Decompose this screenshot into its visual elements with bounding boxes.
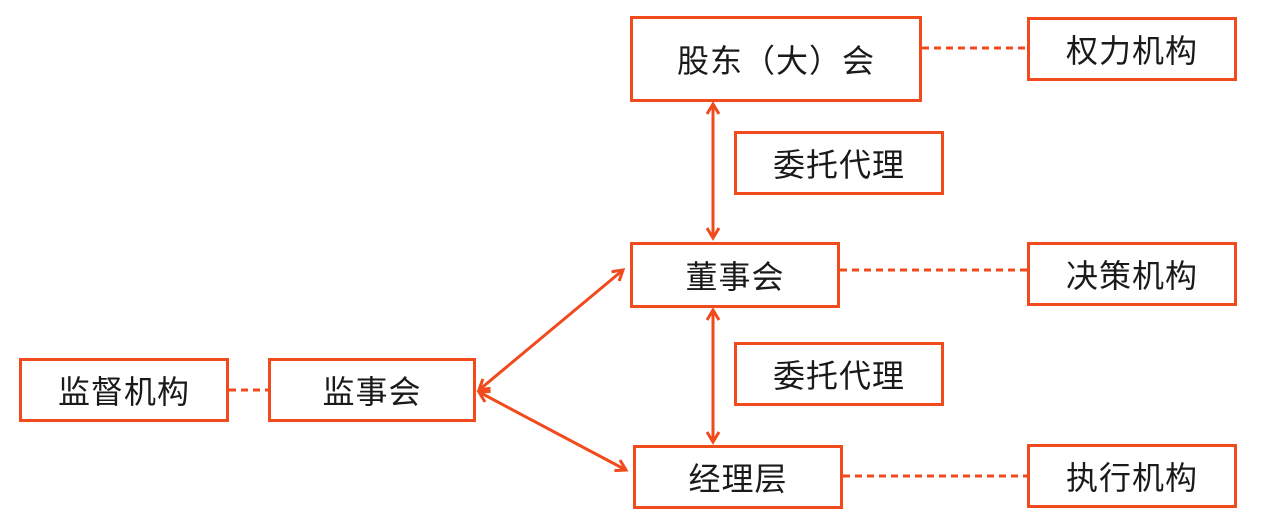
- relation-agency-lower: 委托代理: [734, 342, 944, 406]
- node-board-of-directors: 董事会: [630, 242, 840, 308]
- node-management-label: 经理层: [688, 460, 788, 498]
- role-decision-body: 决策机构: [1027, 242, 1237, 306]
- relation-agency-upper: 委托代理: [734, 131, 944, 195]
- arrow-supervisory-board-board: [479, 270, 623, 390]
- node-supervisory-board: 监事会: [268, 358, 476, 422]
- node-board-of-directors-label: 董事会: [685, 258, 785, 296]
- relation-agency-lower-label: 委托代理: [772, 357, 905, 395]
- node-shareholders-meeting-label: 股东（大）会: [676, 42, 875, 80]
- role-power-body-label: 权力机构: [1065, 32, 1198, 70]
- role-supervision-body-label: 监督机构: [57, 373, 190, 411]
- node-management: 经理层: [633, 445, 843, 509]
- arrow-supervisory-board-management: [479, 392, 626, 470]
- role-execution-body: 执行机构: [1027, 444, 1237, 508]
- role-supervision-body: 监督机构: [19, 358, 229, 422]
- role-execution-body-label: 执行机构: [1065, 459, 1198, 497]
- role-decision-body-label: 决策机构: [1065, 257, 1198, 295]
- role-power-body: 权力机构: [1027, 17, 1237, 81]
- relation-agency-upper-label: 委托代理: [772, 146, 905, 184]
- node-supervisory-board-label: 监事会: [322, 373, 422, 411]
- node-shareholders-meeting: 股东（大）会: [630, 16, 922, 102]
